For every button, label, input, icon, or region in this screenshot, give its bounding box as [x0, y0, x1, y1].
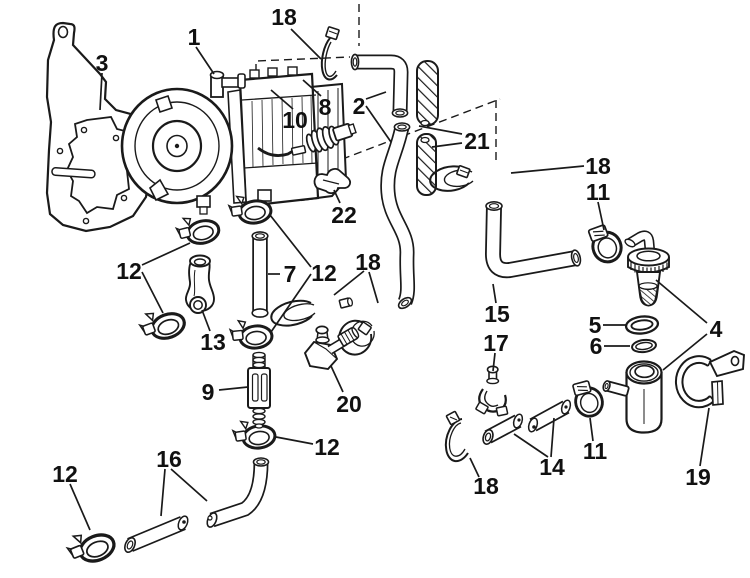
- hose-clamp-part-18-middle-a: [270, 297, 353, 327]
- straight-hose-part-7: [251, 231, 269, 318]
- callout-12-bottom-left: 12: [52, 461, 78, 487]
- mounting-bracket-part-3: [45, 21, 152, 233]
- callout-3: 3: [96, 50, 109, 76]
- callout-8: 8: [319, 94, 332, 120]
- callout-1: 1: [188, 24, 201, 50]
- hose-segments-part-14: [482, 399, 572, 445]
- callout-18-bottom: 18: [473, 473, 499, 499]
- callout-12-left: 12: [116, 258, 142, 284]
- callout-17: 17: [483, 330, 509, 356]
- callout-22: 22: [331, 202, 357, 228]
- hose-clamp-part-18-top: [320, 26, 340, 81]
- callout-12-mid-bottom: 12: [314, 434, 340, 460]
- callout-9: 9: [202, 379, 215, 405]
- clamp-strap-part-19: [674, 349, 745, 409]
- fitting-clamp-part-17: [475, 365, 509, 417]
- callout-labels: 18 1 3 8 10 2 21 18 11 15 17 5 6 4 12 13…: [52, 4, 722, 499]
- insulation-sleeves-part-21: [416, 60, 439, 196]
- rubber-boot-part-13: [184, 254, 215, 314]
- callout-4: 4: [710, 316, 723, 342]
- callout-15: 15: [484, 301, 510, 327]
- callout-13: 13: [200, 329, 226, 355]
- fuel-pump-assembly-part-1: [120, 66, 357, 215]
- callout-12-right: 12: [311, 260, 337, 286]
- fuel-filter-part-4: [602, 230, 670, 434]
- callout-20: 20: [336, 391, 362, 417]
- callout-7: 7: [284, 261, 297, 287]
- callout-19: 19: [685, 464, 711, 490]
- callout-11-bottom: 11: [583, 438, 608, 464]
- callout-2: 2: [353, 93, 366, 119]
- callout-6: 6: [590, 333, 603, 359]
- inline-filter-part-9: [247, 351, 271, 429]
- worm-clamp-part-11-bottom: [569, 376, 607, 421]
- elbow-fitting-part-20: [303, 325, 360, 371]
- butterfly-clamp-part-12-pump: [172, 209, 223, 251]
- callout-18-right: 18: [585, 153, 611, 179]
- leader-lines: [69, 28, 710, 531]
- callout-11-top: 11: [586, 179, 611, 205]
- pump-wire: [257, 146, 294, 157]
- callout-10: 10: [282, 107, 308, 133]
- worm-clamp-part-11-top: [584, 220, 627, 268]
- butterfly-clamp-part-12-left: [135, 300, 190, 348]
- callout-21: 21: [464, 128, 490, 154]
- seal-ring-part-6: [631, 338, 657, 354]
- callout-18-top: 18: [271, 4, 297, 30]
- hose-clamp-part-18-right: [429, 165, 474, 192]
- callout-5: 5: [589, 312, 602, 338]
- butterfly-clamp-part-12-hose7-bottom: [227, 315, 275, 353]
- hose-clamp-part-18-bottom: [444, 410, 469, 463]
- callout-14: 14: [539, 454, 565, 480]
- callout-16: 16: [156, 446, 182, 472]
- pump-connector: [305, 122, 357, 153]
- butterfly-clamp-part-12-bottom-left: [62, 521, 120, 572]
- o-ring-part-5: [624, 315, 660, 335]
- elbow-hose-part-15: [484, 201, 582, 279]
- hoses-part-16: [124, 457, 270, 554]
- fuel-hose-part-2: [350, 53, 416, 310]
- parts-artwork: [45, 21, 745, 572]
- callout-18-middle: 18: [355, 249, 381, 275]
